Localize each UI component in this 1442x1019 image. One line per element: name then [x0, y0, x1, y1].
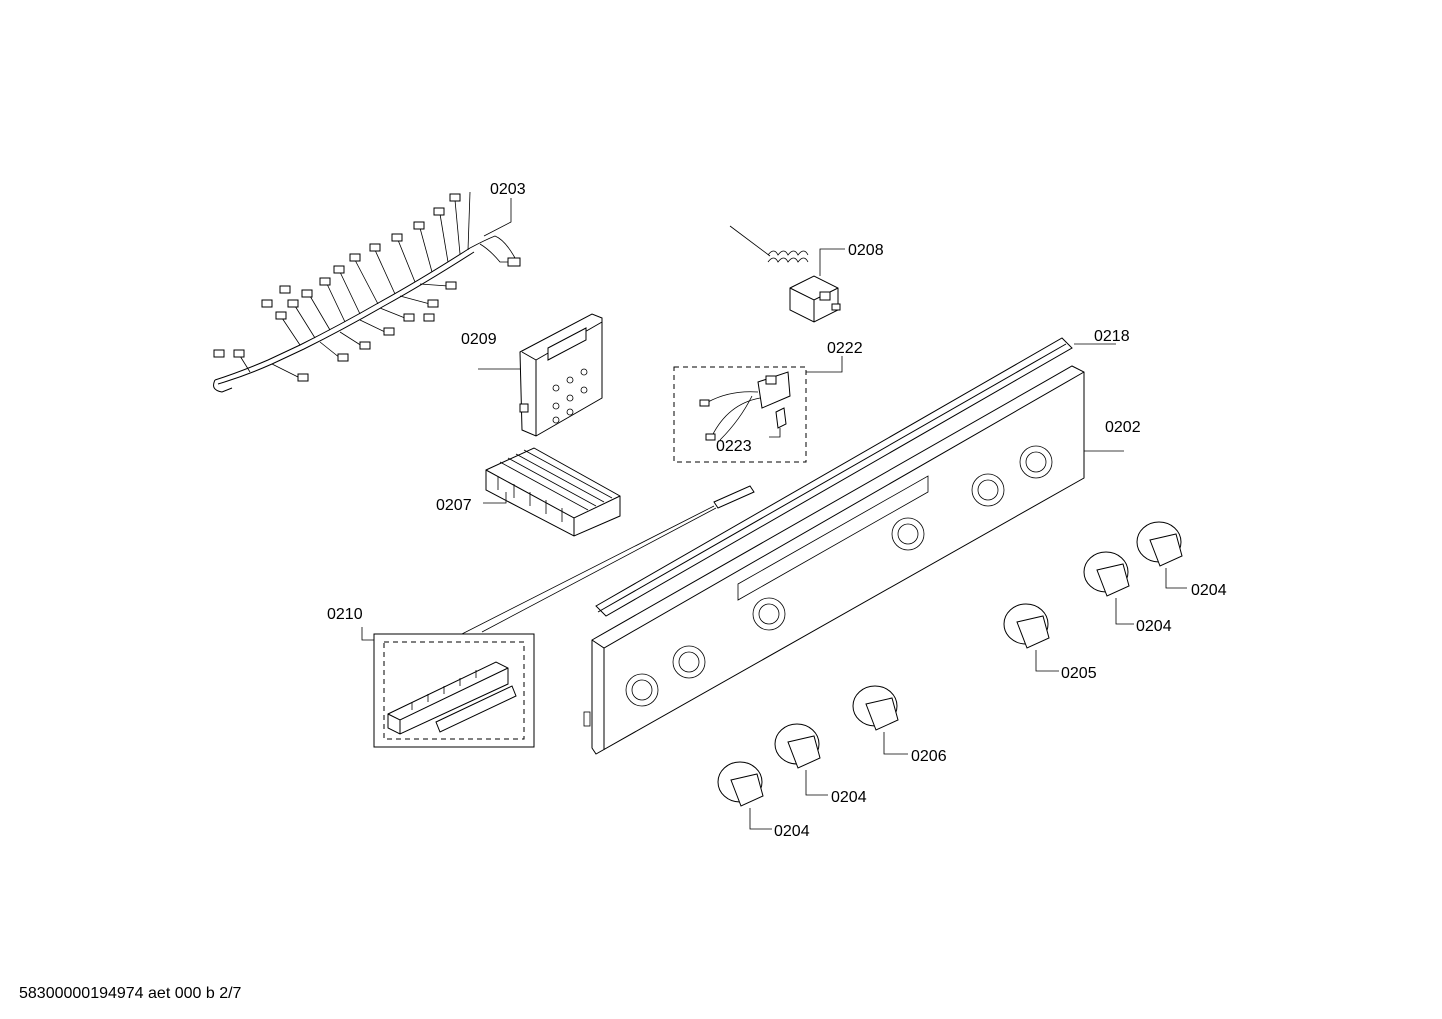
knob [717, 761, 764, 807]
knob-set [717, 521, 1183, 807]
sensor-connector [457, 485, 755, 637]
document-id-footer: 58300000194974 aet 000 b 2/7 [19, 985, 242, 1002]
switch-assembly [673, 366, 807, 463]
label-knob-3: 0205 [1061, 665, 1097, 682]
label-thermostat: 0208 [848, 242, 884, 259]
label-connector-box: 0210 [327, 606, 363, 623]
terminal-block [485, 447, 621, 537]
part-labels: 0203 0208 0209 0222 0223 0218 0202 0207 … [327, 181, 1227, 840]
module-bracket [519, 313, 603, 437]
label-control-panel: 0202 [1105, 419, 1141, 436]
knob [1003, 603, 1050, 649]
label-knob-1: 0204 [1191, 582, 1227, 599]
trim-strip [595, 337, 1073, 617]
knob [852, 685, 899, 731]
label-trim-strip: 0218 [1094, 328, 1130, 345]
thermostat [729, 225, 841, 323]
wiring-harness [213, 191, 521, 393]
label-knob-6: 0204 [774, 823, 810, 840]
label-knob-4: 0206 [911, 748, 947, 765]
connector-box [373, 633, 535, 748]
label-harness: 0203 [490, 181, 526, 198]
knob [1136, 521, 1183, 567]
label-switch-cap: 0223 [716, 438, 752, 455]
knob [774, 723, 821, 769]
label-knob-5: 0204 [831, 789, 867, 806]
label-terminal-block: 0207 [436, 497, 472, 514]
label-switch-assembly: 0222 [827, 340, 863, 357]
panel-knob-openings [625, 445, 1053, 707]
control-panel [583, 365, 1085, 755]
label-module-bracket: 0209 [461, 331, 497, 348]
leader-lines [361, 198, 1187, 830]
knob [1083, 551, 1130, 597]
label-knob-2: 0204 [1136, 618, 1172, 635]
